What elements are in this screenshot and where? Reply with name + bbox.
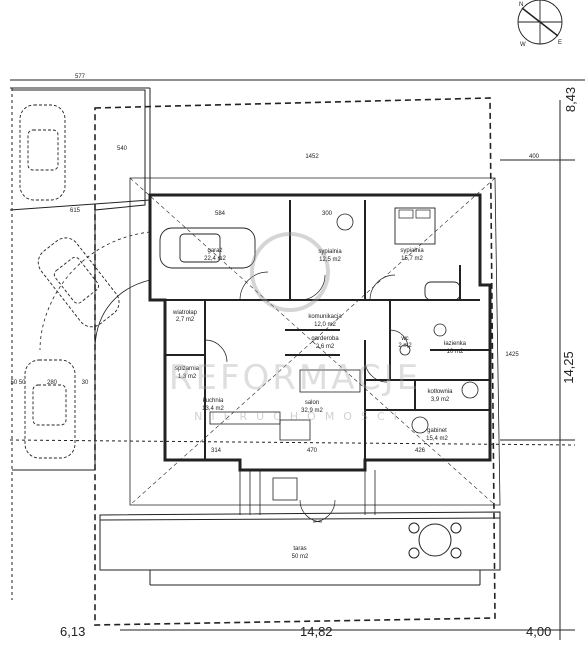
dim-300: 300 bbox=[322, 211, 333, 217]
room-sypialnia1-name: sypialnia bbox=[318, 249, 342, 255]
plot-boundary bbox=[94, 97, 496, 626]
room-spizarnia-area: 1,3 m2 bbox=[178, 374, 197, 380]
room-garaz-area: 22,4 m2 bbox=[204, 256, 226, 262]
dim-plot-top: 8,43 bbox=[563, 86, 579, 113]
dim-584: 584 bbox=[215, 211, 226, 217]
room-salon-area: 32,9 m2 bbox=[301, 408, 323, 414]
dim-577: 577 bbox=[75, 74, 86, 80]
terrace-table bbox=[418, 523, 452, 557]
room-gabinet-name: gabinet bbox=[427, 428, 447, 434]
room-garderoba-area: 2,6 m2 bbox=[316, 344, 335, 350]
room-kotlownia-area: 3,9 m2 bbox=[431, 397, 450, 403]
dim-314: 314 bbox=[211, 448, 222, 454]
compass-icon bbox=[517, 0, 563, 45]
dim-plot-left: 6,13 bbox=[60, 624, 86, 639]
dim-280: 280 bbox=[47, 380, 58, 386]
room-wiatrolap-name: wiatrołap bbox=[172, 310, 198, 316]
room-lazienka-area: 10 m2 bbox=[447, 349, 464, 355]
dim-1425: 1425 bbox=[505, 352, 519, 358]
compass-n: N bbox=[519, 2, 523, 8]
dim-plot-right: 4,00 bbox=[526, 624, 552, 639]
room-wc-name: wc bbox=[400, 336, 408, 342]
dim-plot-depth: 14,25 bbox=[560, 351, 576, 384]
dim-1452: 1452 bbox=[305, 154, 319, 160]
dim-470: 470 bbox=[307, 448, 318, 454]
car-garage bbox=[159, 227, 256, 269]
room-komunikacja-area: 12,0 m2 bbox=[314, 322, 336, 328]
dim-540: 540 bbox=[117, 146, 128, 152]
dim-400: 400 bbox=[529, 154, 540, 160]
room-wiatrolap-area: 2,7 m2 bbox=[176, 317, 195, 323]
bathtub bbox=[424, 281, 461, 301]
compass-w: W bbox=[520, 42, 526, 48]
car-bottom bbox=[24, 359, 76, 459]
room-lazienka-name: łazienka bbox=[444, 341, 467, 347]
room-salon-name: salon bbox=[305, 400, 319, 406]
room-kuchnia-name: kuchnia bbox=[203, 398, 224, 404]
room-kuchnia-area: 13,4 m2 bbox=[202, 406, 224, 412]
dim-5050: 50 50 bbox=[10, 380, 26, 386]
dim-615: 615 bbox=[70, 208, 81, 214]
room-spizarnia-name: spiżarnia bbox=[175, 366, 200, 372]
compass-e: E bbox=[558, 40, 562, 46]
room-sypialnia2-area: 15,7 m2 bbox=[401, 256, 423, 262]
room-sypialnia2-name: sypialnia bbox=[400, 248, 424, 254]
room-garderoba-name: garderoba bbox=[311, 336, 339, 342]
room-taras-name: taras bbox=[293, 546, 306, 552]
room-wc-area: 2 m2 bbox=[398, 343, 412, 349]
room-garaz-name: garaż bbox=[207, 248, 222, 254]
car-top bbox=[19, 104, 66, 201]
room-komunikacja-name: komunikacja bbox=[308, 314, 342, 320]
dim-plot-center: 14,82 bbox=[300, 624, 333, 639]
terrace bbox=[99, 511, 501, 571]
dim-426: 426 bbox=[415, 448, 426, 454]
room-kotlownia-name: kotłownia bbox=[427, 389, 453, 395]
room-sypialnia1-area: 12,5 m2 bbox=[319, 257, 341, 263]
inner-walls bbox=[150, 200, 490, 460]
room-taras-area: 50 m2 bbox=[292, 554, 309, 560]
bed bbox=[394, 207, 436, 245]
car-middle bbox=[37, 237, 120, 328]
room-gabinet-area: 15,4 m2 bbox=[426, 436, 448, 442]
dim-30: 30 bbox=[82, 380, 89, 386]
